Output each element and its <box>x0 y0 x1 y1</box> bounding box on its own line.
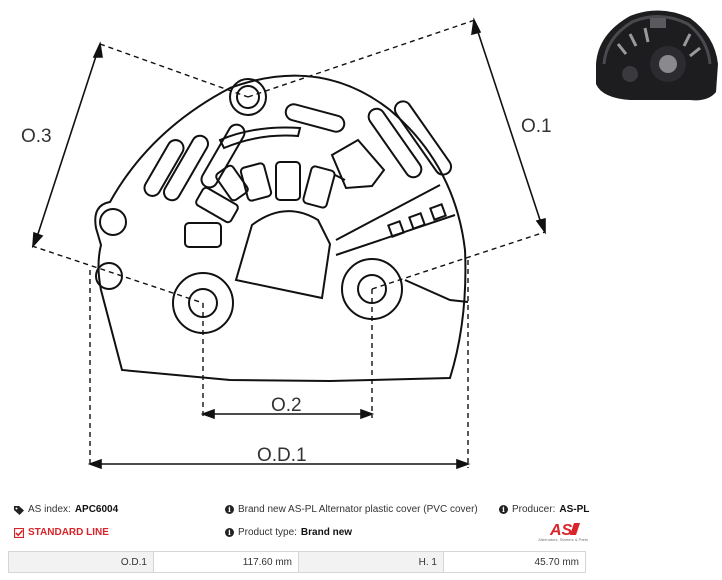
as-index-label: AS index: <box>28 504 71 515</box>
hole-left-upper <box>99 208 127 236</box>
product-type: i Product type: Brand new <box>225 527 352 538</box>
spec-value-h1: 45.70 mm <box>443 551 586 573</box>
description-text: Brand new AS-PL Alternator plastic cover… <box>238 504 478 515</box>
tag-icon <box>14 505 24 515</box>
as-index: AS index: APC6004 <box>14 504 118 515</box>
checkbox-checked-icon <box>14 527 24 538</box>
as-logo: AS <box>549 522 580 539</box>
as-index-value: APC6004 <box>74 504 119 515</box>
dim-o3-label: O.3 <box>21 126 52 147</box>
producer-value: AS-PL <box>559 504 590 515</box>
bearing-top <box>229 78 267 116</box>
table-row: O.D.1 117.60 mm H. 1 45.70 mm <box>8 551 586 573</box>
product-type-label: Product type: <box>238 527 297 538</box>
spec-label-h1: H. 1 <box>298 551 444 573</box>
info-icon: i <box>225 505 234 514</box>
cover-outline <box>94 74 467 383</box>
dim-o1-label: O.1 <box>521 116 552 137</box>
info-icon: i <box>499 505 508 514</box>
standard-line: STANDARD LINE <box>14 527 109 538</box>
spec-label-od1: O.D.1 <box>8 551 154 573</box>
producer-label: Producer: <box>512 504 556 515</box>
dim-od1-label: O.D.1 <box>257 445 307 466</box>
specs-table: O.D.1 117.60 mm H. 1 45.70 mm <box>8 551 586 573</box>
technical-drawing: O.3 O.1 O.2 O.D.1 <box>21 17 552 470</box>
logo-subtitle: Alternators, Starters & Parts <box>538 537 588 542</box>
dim-o3-line <box>35 49 99 241</box>
producer: i Producer: AS-PL <box>499 504 589 515</box>
dim-o2-label: O.2 <box>271 395 302 416</box>
center-arch <box>234 210 332 300</box>
product-photo <box>596 10 718 101</box>
logo-text: AS <box>549 522 573 539</box>
dim-o1-line <box>475 25 543 227</box>
info-icon: i <box>225 528 234 537</box>
product-type-value: Brand new <box>300 527 353 538</box>
standard-line-label: STANDARD LINE <box>28 527 109 538</box>
spec-value-od1: 117.60 mm <box>153 551 299 573</box>
description: i Brand new AS-PL Alternator plastic cov… <box>225 504 478 515</box>
